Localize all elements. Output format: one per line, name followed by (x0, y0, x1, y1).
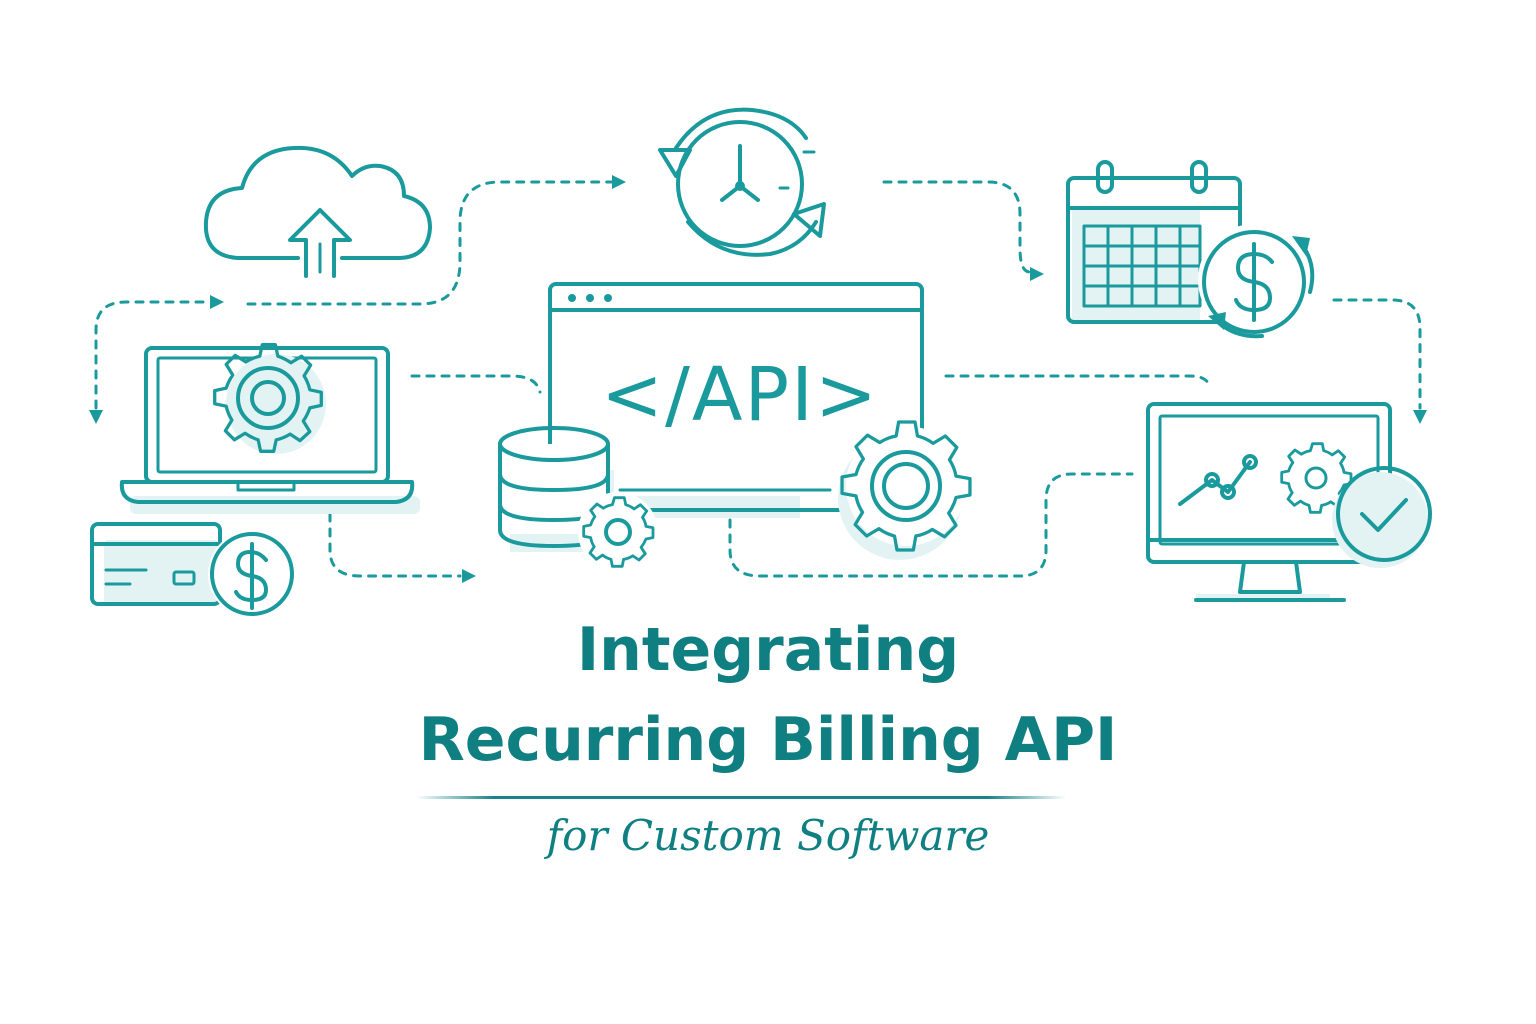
arrow-to-monitor (1413, 410, 1427, 424)
gear-icon (838, 420, 972, 560)
arrow-down-left (89, 410, 103, 424)
credit-card-dollar-icon (90, 522, 296, 618)
subtitle: for Custom Software (546, 811, 990, 860)
clock-refresh-icon (658, 107, 826, 257)
api-code-label: </API> (601, 352, 879, 438)
gear-icon (213, 343, 326, 454)
title-line1: Integrating (576, 615, 960, 685)
connectors (89, 175, 1427, 583)
title-line2: Recurring Billing API (418, 705, 1118, 775)
arrow-to-api (462, 569, 476, 583)
arrow-to-calendar (1030, 267, 1044, 281)
monitor-analytics-check-icon (1146, 402, 1432, 602)
arrow-to-clock (612, 175, 626, 189)
arrow-to-cloud (210, 295, 224, 309)
gear-icon (578, 492, 658, 572)
title-underline (416, 796, 1066, 799)
laptop-gear-icon (119, 343, 420, 514)
cloud-upload-icon (203, 145, 432, 278)
calendar-billing-icon (1066, 160, 1315, 339)
